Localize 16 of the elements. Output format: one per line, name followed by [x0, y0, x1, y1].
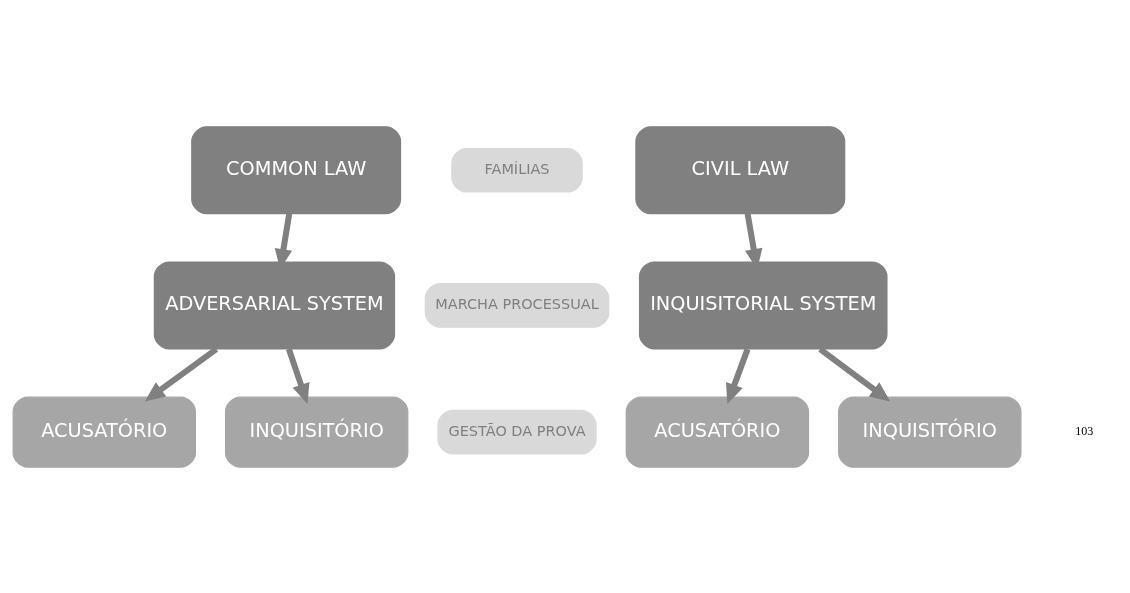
- node-box: ADVERSARIAL SYSTEM: [153, 260, 396, 349]
- arrow: [726, 347, 751, 404]
- arrow: [144, 346, 219, 401]
- node-box: MARCHA PROCESSUAL: [424, 282, 610, 328]
- arrow: [286, 347, 310, 404]
- node-box: ACUSATÓRIO: [12, 396, 196, 468]
- node-box: INQUISITÓRIO: [838, 396, 1022, 468]
- node-box: CIVIL LAW: [635, 125, 846, 214]
- node-box: ACUSATÓRIO: [625, 396, 810, 468]
- node-box: COMMON LAW: [191, 125, 402, 214]
- node-box: INQUISITORIAL SYSTEM: [638, 260, 888, 349]
- node-box: GESTÃO DA PROVA: [437, 409, 597, 454]
- arrow: [818, 346, 891, 401]
- label: 103: [1075, 423, 1094, 438]
- node-box: INQUISITÓRIO: [224, 396, 409, 468]
- node-box: FAMÍLIAS: [451, 147, 583, 193]
